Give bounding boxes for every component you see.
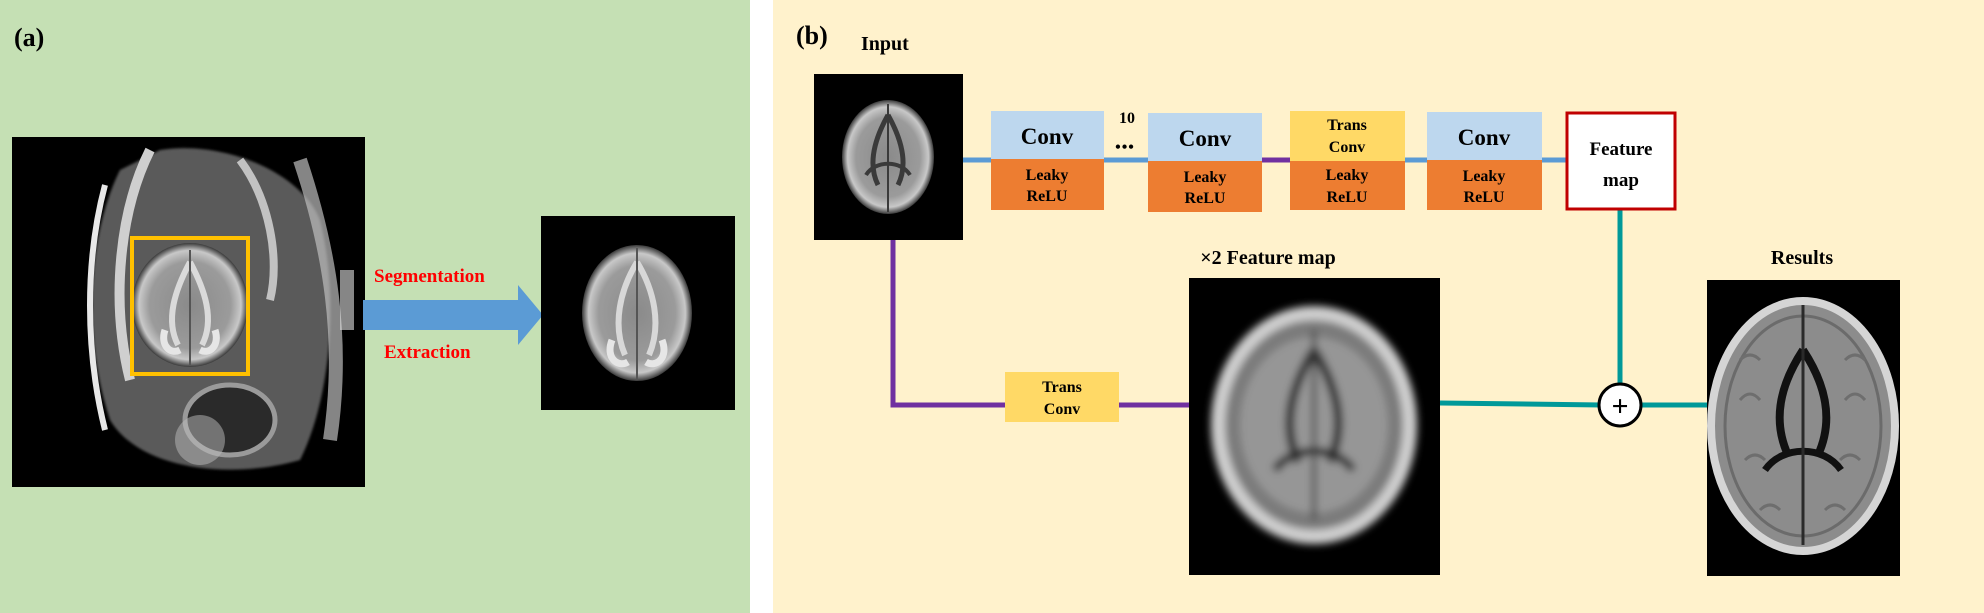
svg-text:Leaky: Leaky bbox=[1184, 169, 1227, 186]
svg-text:Trans: Trans bbox=[1042, 379, 1082, 396]
trans-conv-layer bbox=[1290, 111, 1405, 161]
fetal-mri-image bbox=[12, 137, 365, 487]
svg-text:Leaky: Leaky bbox=[1326, 167, 1369, 184]
svg-text:Feature: Feature bbox=[1590, 139, 1653, 160]
process-arrow bbox=[363, 285, 543, 345]
input-label: Input bbox=[861, 33, 909, 55]
segmentation-label: Segmentation bbox=[374, 266, 485, 287]
extraction-label: Extraction bbox=[384, 342, 471, 363]
conv-layer bbox=[991, 111, 1104, 159]
svg-text:Leaky: Leaky bbox=[1026, 167, 1069, 184]
svg-text:Conv: Conv bbox=[1179, 126, 1232, 151]
panel-a: (a) Segmentation Extraction bbox=[0, 0, 750, 613]
activation-layer bbox=[1148, 161, 1262, 212]
upsample-trans-conv: Trans Conv bbox=[1005, 372, 1119, 422]
svg-text:Trans: Trans bbox=[1327, 117, 1367, 134]
results-label: Results bbox=[1771, 247, 1833, 269]
ellipsis: ••• bbox=[1115, 139, 1135, 156]
result-brain-image bbox=[1707, 280, 1900, 576]
activation-layer bbox=[1290, 161, 1405, 210]
roi-box bbox=[130, 236, 250, 376]
upsampled-path-line bbox=[1439, 400, 1603, 408]
svg-text:ReLU: ReLU bbox=[1327, 189, 1368, 206]
trans-conv-block: Trans Conv Leaky ReLU bbox=[1290, 111, 1405, 210]
conv-block-2: Conv Leaky ReLU bbox=[1148, 113, 1262, 212]
conv-block-3: Conv Leaky ReLU bbox=[1427, 112, 1542, 210]
panel-a-label: (a) bbox=[14, 23, 44, 52]
svg-text:Conv: Conv bbox=[1044, 401, 1080, 418]
repeat-count: 10 bbox=[1119, 110, 1135, 127]
panel-b: (b) Input Conv Leaky ReLU 10 ••• bbox=[773, 0, 1984, 613]
svg-text:ReLU: ReLU bbox=[1027, 188, 1068, 205]
input-brain-image bbox=[814, 74, 963, 240]
extracted-brain-image bbox=[541, 216, 735, 410]
scaled-feature-map-label: ×2 Feature map bbox=[1200, 247, 1335, 269]
svg-text:Conv: Conv bbox=[1021, 124, 1074, 149]
svg-text:Conv: Conv bbox=[1329, 139, 1365, 156]
panel-b-label: (b) bbox=[796, 21, 828, 50]
activation-layer bbox=[991, 159, 1104, 210]
activation-layer bbox=[1427, 160, 1542, 210]
svg-text:ReLU: ReLU bbox=[1464, 189, 1505, 206]
svg-text:Conv: Conv bbox=[1458, 125, 1511, 150]
svg-text:ReLU: ReLU bbox=[1185, 190, 1226, 207]
add-node: + bbox=[1597, 382, 1643, 428]
svg-text:Leaky: Leaky bbox=[1463, 168, 1506, 185]
feature-map-box: Feature map bbox=[1565, 111, 1677, 211]
upsampled-feature-map-image bbox=[1189, 278, 1440, 575]
conv-layer bbox=[1148, 113, 1262, 161]
conv-block-1: Conv Leaky ReLU bbox=[991, 111, 1104, 210]
svg-text:+: + bbox=[1611, 390, 1628, 423]
svg-text:map: map bbox=[1603, 170, 1639, 191]
conv-layer bbox=[1427, 112, 1542, 160]
